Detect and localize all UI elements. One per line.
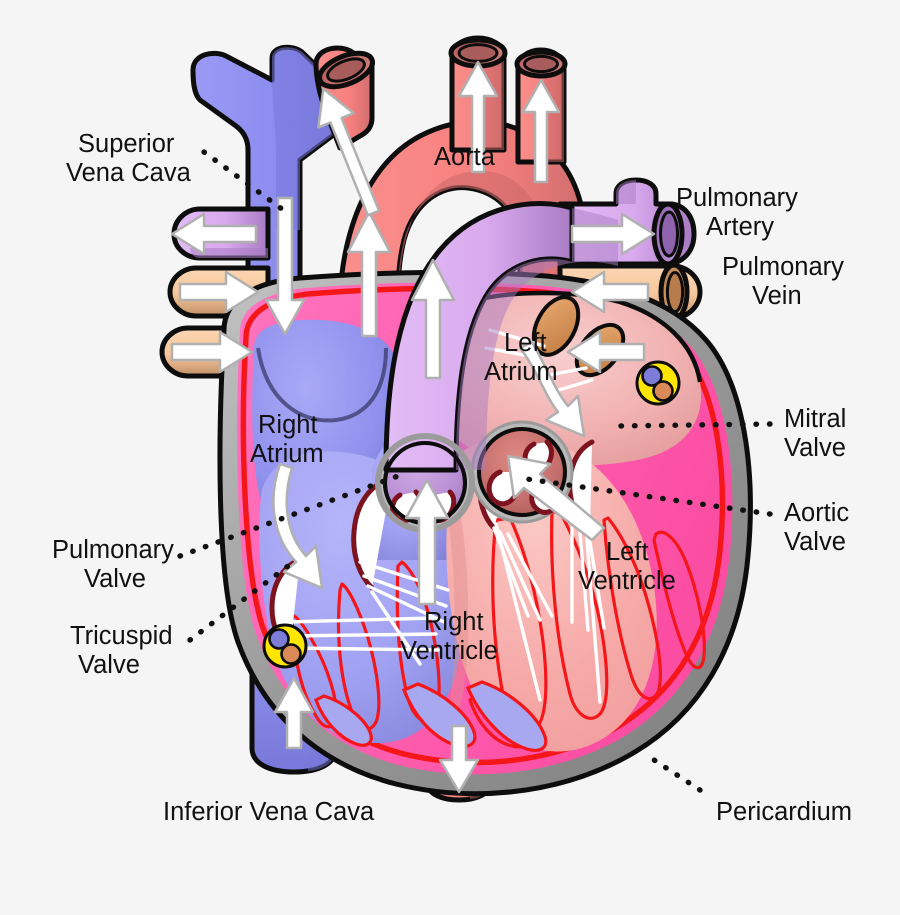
label-mitral-valve-line1: Mitral [784, 405, 846, 433]
coronary-vessel-cluster-left [635, 360, 681, 406]
label-pulmonary-vein: Pulmonary Vein [722, 253, 844, 310]
label-right-ventricle-line1: Right [424, 608, 484, 636]
label-left-atrium: Left Atrium [484, 329, 558, 386]
label-pulmonary-vein-line1: Pulmonary [722, 253, 844, 281]
coronary-vessel-cluster-right [262, 623, 308, 669]
label-pulmonary-artery-line1: Pulmonary [676, 184, 798, 212]
label-tricuspid-valve-line1: Tricuspid [70, 622, 173, 650]
label-left-atrium-line1: Left [504, 329, 547, 357]
interventricular-septum [442, 470, 469, 742]
arrow-brachiocephalic-branch-outflow [457, 60, 499, 174]
arrow-left-pulmonary-artery-outflow [170, 212, 258, 256]
arrow-right-pulmonary-vein-inflow-upper [570, 270, 650, 314]
tricuspid-chordae [284, 560, 450, 666]
leader-aortic-valve [517, 475, 773, 517]
leader-pericardium [645, 753, 703, 793]
label-right-atrium-line1: Right [258, 411, 318, 439]
label-left-ventricle-line2: Ventricle [578, 567, 676, 595]
label-right-atrium-line2: Atrium [250, 440, 324, 468]
label-right-atrium: Right Atrium [250, 411, 324, 468]
label-aorta: Aorta [434, 143, 496, 171]
label-pulmonary-valve-line1: Pulmonary [52, 536, 174, 564]
arrow-ascending-aorta-outflow [346, 210, 392, 338]
arrow-right-ventricle-to-pulmonary-valve [404, 478, 450, 606]
arrow-left-pulmonary-vein-inflow-upper [178, 270, 260, 314]
arrow-left-ventricle-to-aortic-valve [506, 454, 606, 542]
label-right-ventricle-line2: Ventricle [400, 637, 498, 665]
arrow-pulmonary-trunk-outflow [410, 258, 456, 380]
label-superior-vena-cava-line1: Superior [78, 130, 175, 158]
arrow-carotid-branch-outflow [521, 78, 561, 184]
label-left-ventricle: Left Ventricle [578, 538, 676, 595]
arrow-right-atrium-to-right-ventricle [272, 462, 324, 590]
label-left-atrium-line2: Atrium [484, 358, 558, 386]
label-pulmonary-artery-line2: Artery [706, 213, 774, 241]
arrow-descending-aorta-outflow [438, 724, 480, 794]
arrow-subclavian-branch-outflow [317, 87, 381, 217]
leader-pulmonary-valve [177, 473, 401, 559]
label-pulmonary-valve-line2: Valve [84, 565, 146, 593]
leader-mitral-valve [611, 421, 773, 429]
label-pericardium: Pericardium [716, 798, 852, 826]
label-pulmonary-artery: Pulmonary Artery [676, 184, 798, 241]
arrow-ivc-inflow [273, 676, 315, 750]
arrow-right-pulmonary-artery-outflow [570, 212, 656, 256]
mitral-chordae [492, 522, 606, 704]
label-tricuspid-valve-line2: Valve [78, 651, 140, 679]
label-superior-vena-cava: Superior Vena Cava [66, 130, 192, 187]
arrow-left-atrium-to-left-ventricle [518, 340, 586, 438]
label-aortic-valve-line2: Valve [784, 528, 846, 556]
label-mitral-valve: Mitral Valve [784, 405, 846, 462]
label-inferior-vena-cava: Inferior Vena Cava [163, 798, 375, 826]
label-pulmonary-vein-line2: Vein [752, 282, 802, 310]
arrow-svc-inflow [264, 196, 306, 336]
label-mitral-valve-line2: Valve [784, 434, 846, 462]
arrow-left-pulmonary-vein-inflow-lower [170, 330, 254, 374]
label-aortic-valve-line1: Aortic [784, 499, 849, 527]
label-left-ventricle-line1: Left [606, 538, 649, 566]
label-superior-vena-cava-line2: Vena Cava [66, 159, 192, 187]
arrow-right-pulmonary-vein-inflow-lower [566, 330, 646, 374]
label-tricuspid-valve: Tricuspid Valve [70, 622, 173, 679]
label-pulmonary-valve: Pulmonary Valve [52, 536, 174, 593]
label-aortic-valve: Aortic Valve [784, 499, 849, 556]
label-right-ventricle: Right Ventricle [400, 608, 498, 665]
